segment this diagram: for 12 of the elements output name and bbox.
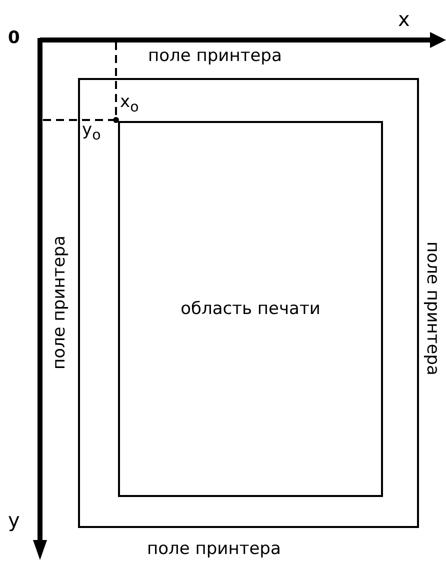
- margin-label: поле принтера: [423, 241, 440, 375]
- coordinate-label: x$_{o}$: [120, 94, 139, 115]
- origin-label: 0: [8, 30, 20, 47]
- print-area-box: [118, 121, 383, 497]
- area-label: область печати: [180, 299, 320, 319]
- coordinate-label: y$_{o}$: [82, 122, 101, 143]
- margin-label: поле принтера: [148, 48, 282, 65]
- page-outline: [78, 78, 419, 528]
- margin-label: поле принтера: [147, 541, 281, 558]
- axis-label: y: [8, 510, 20, 530]
- axis-label: x: [398, 9, 410, 29]
- margin-label: поле принтера: [51, 235, 68, 369]
